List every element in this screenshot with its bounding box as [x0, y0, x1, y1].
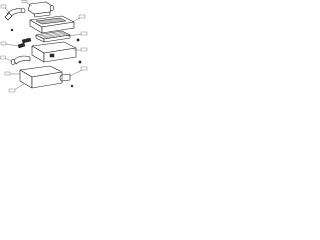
intake-hose	[4, 7, 26, 21]
fasteners	[10, 28, 82, 88]
parts-diagram	[0, 0, 88, 93]
bracket	[17, 37, 32, 49]
lower-duct	[10, 55, 31, 65]
lower-resonator	[19, 65, 71, 89]
air-cleaner-body	[31, 41, 77, 63]
air-cleaner-cover	[29, 15, 75, 34]
upper-resonator	[27, 1, 55, 18]
air-filter-element	[35, 30, 71, 43]
callout-boxes	[0, 0, 88, 93]
